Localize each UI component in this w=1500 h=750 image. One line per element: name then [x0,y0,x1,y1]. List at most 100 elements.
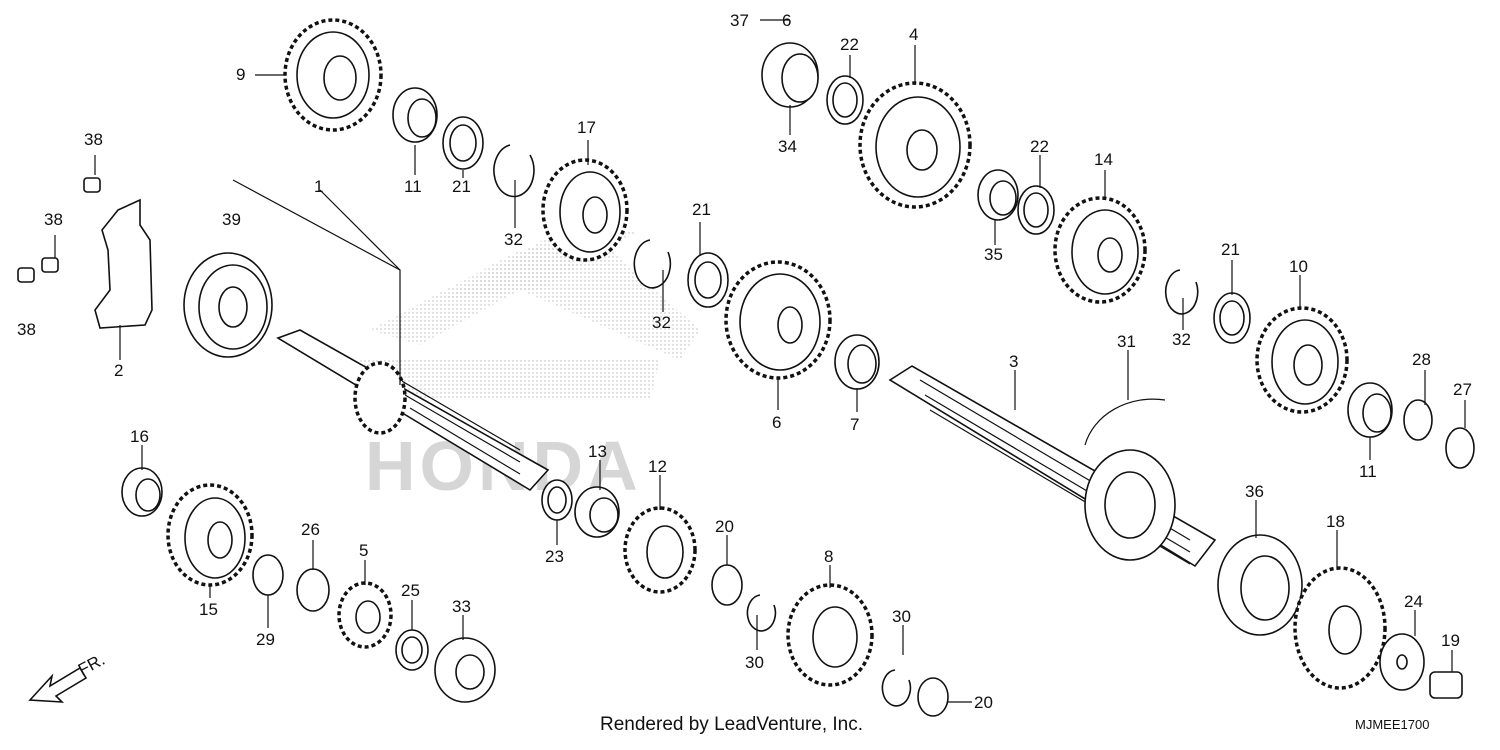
render-credit: Rendered by LeadVenture, Inc. [600,714,863,735]
washer-26 [296,568,330,612]
callout-1: 1 [314,177,323,196]
gear-12 [623,506,697,594]
callout-6: 6 [772,413,781,432]
gear-14 [1053,196,1147,304]
callout-17: 17 [577,118,596,137]
callout-5: 5 [359,541,368,560]
callout-19: 19 [1441,631,1460,650]
callout-16: 16 [130,427,149,446]
washer-21-upper [442,116,484,170]
collar-7 [834,334,880,390]
callout-37: 37 [730,11,749,30]
clip-30-left [746,594,777,632]
collar-34 [761,42,819,108]
callout-30: 30 [745,653,764,672]
leader-lines [54,19,1466,703]
gear-8 [786,583,874,687]
callout-33: 33 [452,597,471,616]
seal-36 [1217,534,1303,636]
bearing-16 [121,467,163,517]
callout-34: 34 [778,137,797,156]
countershaft [888,365,1217,568]
clip-32-mid [633,239,672,289]
washer-27 [1445,427,1475,469]
washer-21-right [1213,292,1251,344]
callout-38: 38 [84,130,103,149]
washer-22-lower [1017,185,1055,235]
snap-ring-31 [1084,398,1166,446]
diagram-code: MJMEE1700 [1355,717,1429,732]
callout-3: 3 [1009,352,1018,371]
washer-20-right [917,677,949,717]
sprocket-18 [1293,566,1387,690]
callout-32: 32 [1172,330,1191,349]
clip-32-right [1164,269,1199,315]
callout-38: 38 [17,320,36,339]
bearing-11-upper [392,87,438,143]
mainshaft [276,329,550,492]
callout-28: 28 [1412,350,1431,369]
callout-20: 20 [974,693,993,712]
callout-21: 21 [692,200,711,219]
callout-38: 38 [44,210,63,229]
callout-26: 26 [301,520,320,539]
washer-28 [1403,399,1433,441]
washer-23 [541,479,573,521]
callout-12: 12 [648,457,667,476]
callout-11: 11 [1359,462,1377,481]
callout-2: 2 [114,361,123,380]
callout-8: 8 [824,547,833,566]
callout-30: 30 [892,607,911,626]
callout-22: 22 [840,35,859,54]
plate-2 [94,198,153,329]
bearing-11-right [1347,382,1393,438]
washer-29 [252,554,284,596]
callout-14: 14 [1094,150,1113,169]
washer-25 [395,629,429,671]
callout-25: 25 [401,581,420,600]
callout-32: 32 [652,313,671,332]
callout-32: 32 [504,230,523,249]
washer-24 [1379,633,1425,691]
clip-30-right [881,669,912,707]
collar-13 [574,486,620,538]
callout-39: 39 [222,210,241,229]
callout-21: 21 [452,177,471,196]
callout-23: 23 [545,547,564,566]
callout-21: 21 [1221,240,1240,259]
callout-9: 9 [236,65,245,84]
clip-32-upper [493,144,535,198]
washer-22-upper [826,75,864,125]
washer-20-left [711,564,743,606]
gear-5 [337,581,393,649]
callout-24: 24 [1404,592,1423,611]
callout-18: 18 [1326,512,1345,531]
callout-31: 31 [1117,332,1136,351]
front-direction-arrow: FR. [28,650,108,703]
callout-labels: 9 11 21 17 32 38 38 38 1 39 2 21 32 37 6… [17,11,1472,712]
bearing-39 [183,252,273,358]
callout-6: 6 [782,11,791,30]
callout-29: 29 [256,630,275,649]
callout-15: 15 [199,600,218,619]
gear-15 [166,483,254,587]
callout-7: 7 [850,415,859,434]
callout-10: 10 [1289,257,1308,276]
callout-13: 13 [588,442,607,461]
bearing-33 [434,637,496,703]
washer-21-mid [687,252,729,308]
callout-27: 27 [1453,380,1472,399]
bolt-38 [17,177,101,283]
callout-35: 35 [984,245,1003,264]
gear-10 [1255,306,1349,414]
callout-11: 11 [404,177,422,196]
bearing-35 [977,169,1019,221]
callout-4: 4 [909,25,918,44]
bolt-19 [1429,671,1463,699]
gear-9 [283,18,383,132]
callout-22: 22 [1030,137,1049,156]
gear-6 [724,260,832,380]
callout-20: 20 [715,517,734,536]
gear-17 [541,158,629,262]
